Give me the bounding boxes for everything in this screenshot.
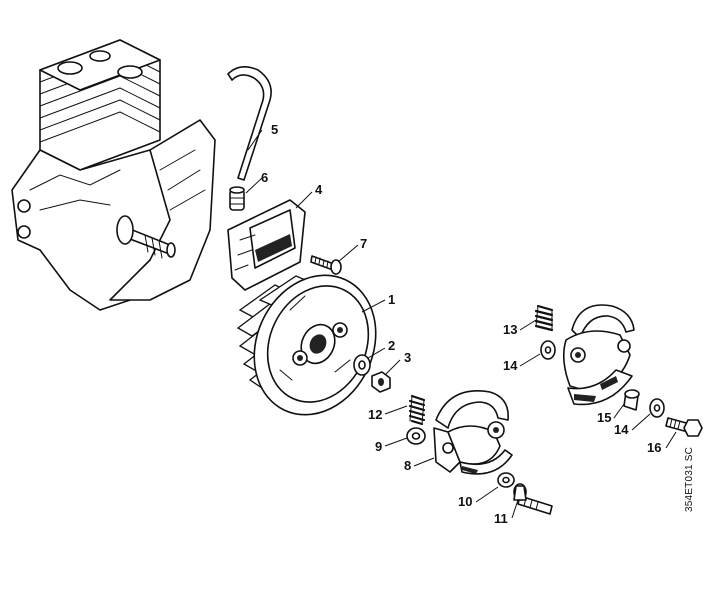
part-9-washer [406,427,426,445]
callout-8: 8 [404,458,411,473]
part-7-screw [310,255,342,275]
callout-2: 2 [388,338,395,353]
diagram-reference-code: 354ET031 SC [684,446,695,512]
callout-11: 11 [494,511,508,526]
part-11-bolt [513,483,553,515]
callout-14-upper: 14 [503,358,518,373]
callout-5: 5 [271,122,278,137]
leader-lines [245,129,677,519]
callout-15: 15 [597,410,611,425]
callout-13: 13 [503,322,517,337]
part-13-spring [534,304,554,332]
callout-9: 9 [375,439,382,454]
callout-10: 10 [458,494,472,509]
part-5-hose [227,66,272,181]
callout-14-lower: 14 [614,422,629,437]
callout-6: 6 [261,170,268,185]
clutch-shoe-rear [562,304,635,406]
part-8-clutch-shoe [433,390,513,475]
part-1-flywheel [236,274,377,416]
engine-crankcase-illustration [11,39,216,311]
part-3-nut [371,371,391,393]
callout-7: 7 [360,236,367,251]
part-14-washer-lower [649,398,665,418]
part-12-spring [408,394,426,426]
callout-1: 1 [388,292,395,307]
callout-labels: 1 2 3 4 5 6 7 8 9 10 11 12 13 14 14 15 1… [261,122,661,526]
part-15-bushing [623,389,640,411]
callout-16: 16 [647,440,661,455]
part-14-washer-upper [540,340,556,360]
part-4-ignition-module [227,199,306,291]
callout-4: 4 [315,182,323,197]
part-16-hex-bolt [665,417,703,437]
callout-3: 3 [404,350,411,365]
part-2-washer [353,354,371,376]
callout-12: 12 [368,407,382,422]
part-10-washer [497,472,515,488]
part-6-grommet [229,186,245,211]
